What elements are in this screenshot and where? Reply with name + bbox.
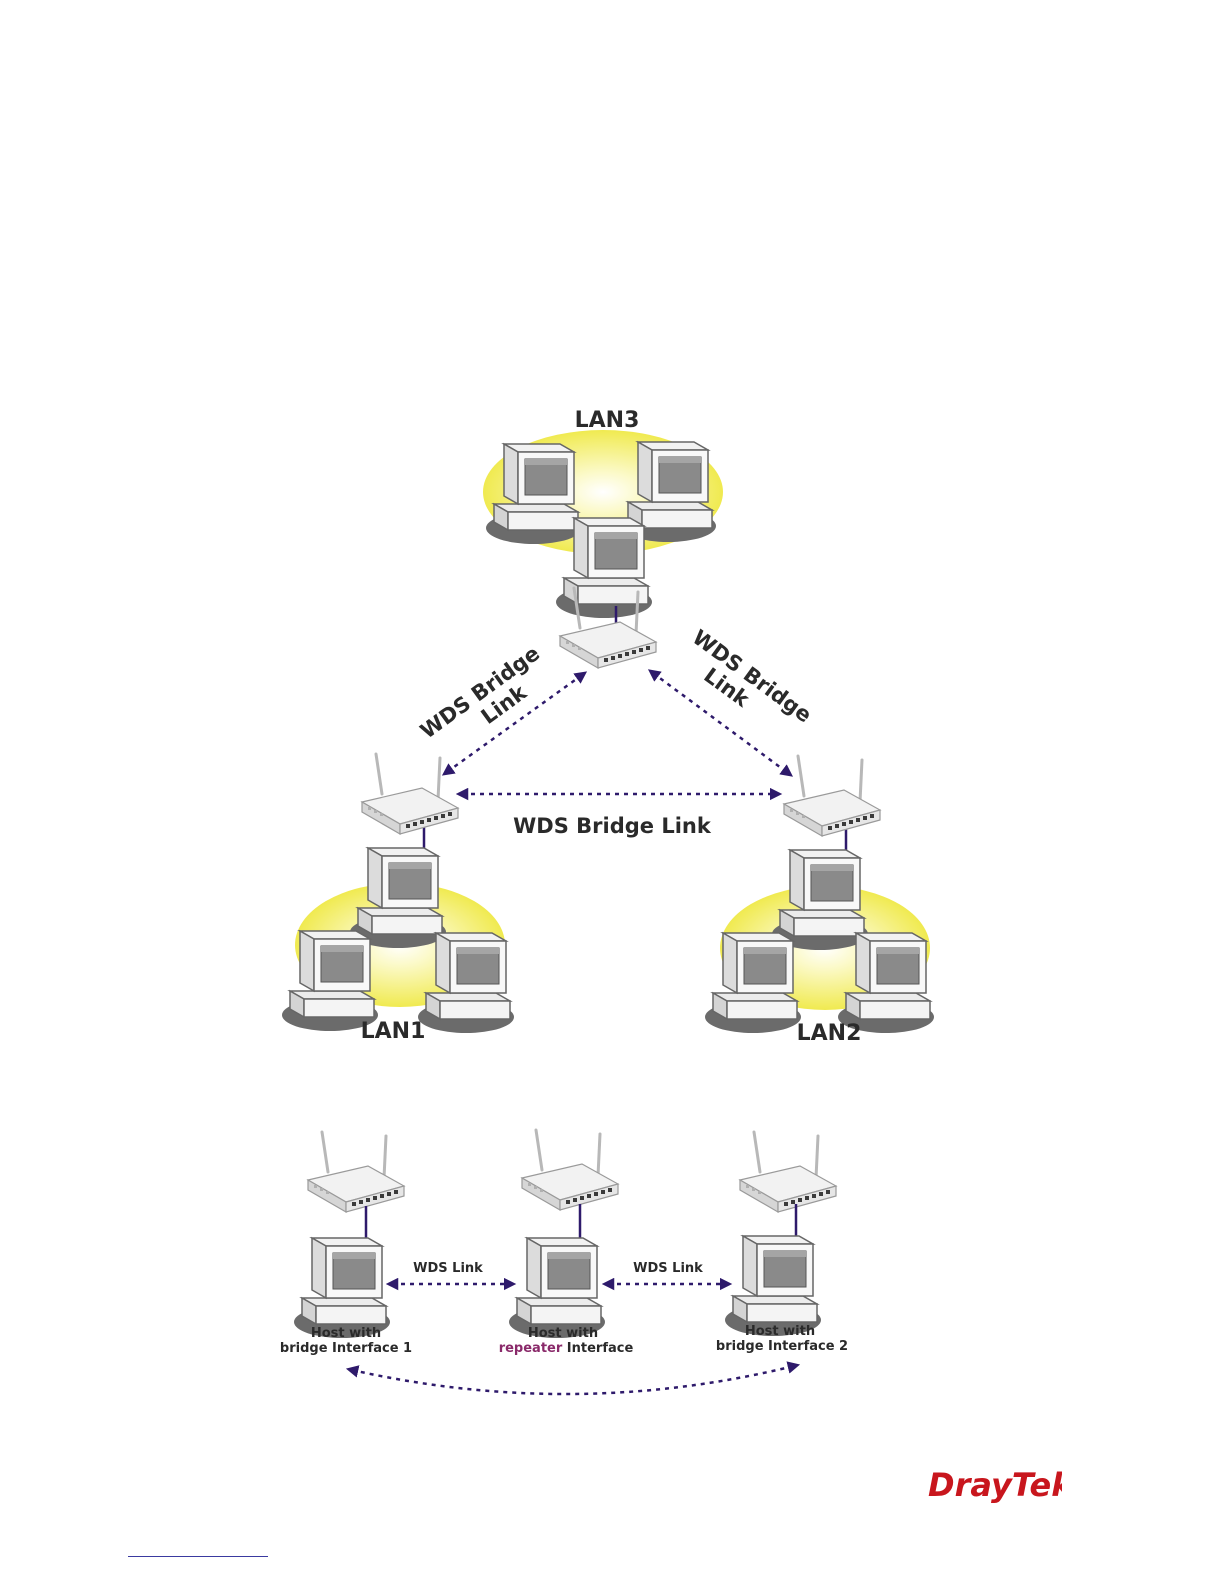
router-bridge-2 (740, 1132, 836, 1212)
host3-label-line2: bridge Interface 2 (716, 1339, 848, 1354)
host-bridge-1 (294, 1238, 390, 1338)
lan2-pc-left (705, 933, 801, 1033)
repeater-highlight: repeater (499, 1341, 563, 1356)
router-repeater (522, 1130, 618, 1210)
footer-link-underline (128, 1556, 268, 1557)
lan3-label: LAN3 (575, 408, 640, 433)
router-right (784, 756, 880, 836)
host2-interface-text: Interface (562, 1341, 633, 1356)
router-left (362, 754, 458, 834)
lan2-label: LAN2 (797, 1021, 862, 1046)
host-bridge-2 (725, 1236, 821, 1336)
router-bridge-1 (308, 1132, 404, 1212)
host1-label-line1: Host with (311, 1326, 381, 1341)
wds-link-label-left: WDS Link (413, 1261, 483, 1276)
host1-label-line2: bridge Interface 1 (280, 1341, 412, 1356)
host2-label-line1: Host with (528, 1326, 598, 1341)
bottom-link-label: WDS Bridge Link (513, 814, 712, 838)
draytek-logo: DrayTek (926, 1466, 1062, 1508)
wds-link-label-right: WDS Link (633, 1261, 703, 1276)
host-repeater (509, 1238, 605, 1338)
right-link-label: WDS Bridge Link (674, 625, 816, 747)
draytek-logo-text: DrayTek (928, 1466, 1062, 1504)
lan1-label: LAN1 (361, 1019, 426, 1044)
bridge-to-bridge-arc (352, 1366, 794, 1394)
host3-label-line1: Host with (745, 1324, 815, 1339)
host2-label-line2: repeater Interface (499, 1341, 634, 1356)
